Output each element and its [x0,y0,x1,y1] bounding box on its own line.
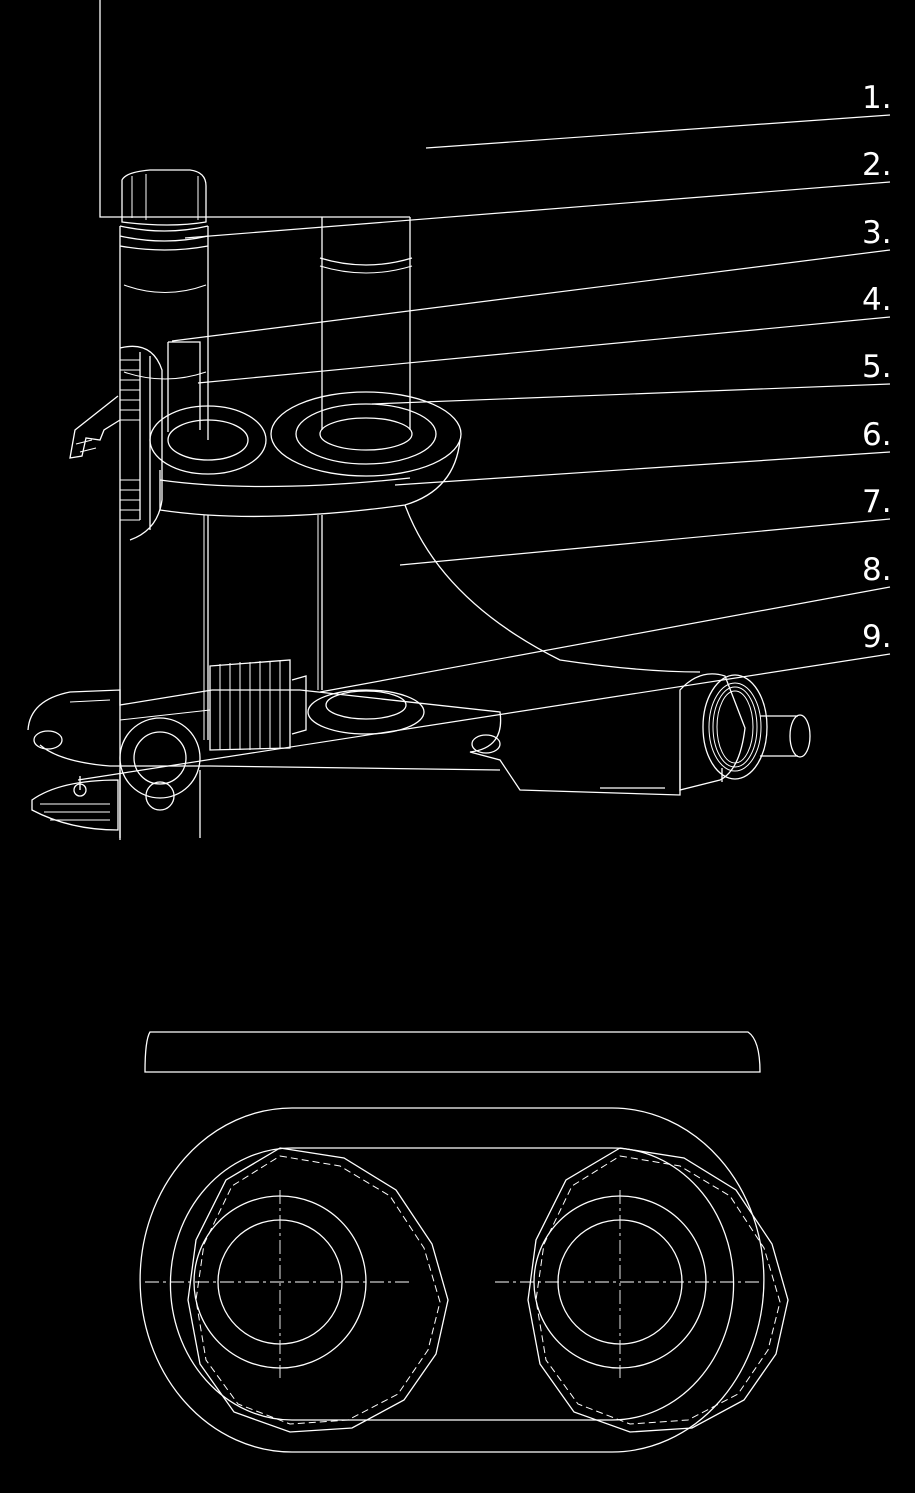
leader-lines [77,114,891,781]
callout-9: 9. [862,619,892,655]
callout-7: 7. [862,484,892,520]
base-bracket [27,659,681,838]
right-tube [317,217,413,690]
twin-flange [149,391,701,673]
callout-5: 5. [862,349,892,385]
callout-4: 4. [862,282,892,318]
callout-2: 2. [862,147,892,183]
callout-1: 1. [862,80,892,116]
gasket-plan-view [139,1107,789,1453]
callout-labels: 1. 2. 3. 4. 5. 6. 7. 8. 9. [862,80,892,655]
left-tube [69,169,209,840]
gasket-side-profile [144,1031,761,1073]
threaded-outlet [600,673,811,791]
callout-6: 6. [862,417,892,453]
callout-3: 3. [862,215,892,251]
callout-8: 8. [862,552,892,588]
frame-line [99,0,410,218]
assembly-perspective-view: 1. 2. 3. 4. 5. 6. 7. 8. 9. [27,0,892,840]
